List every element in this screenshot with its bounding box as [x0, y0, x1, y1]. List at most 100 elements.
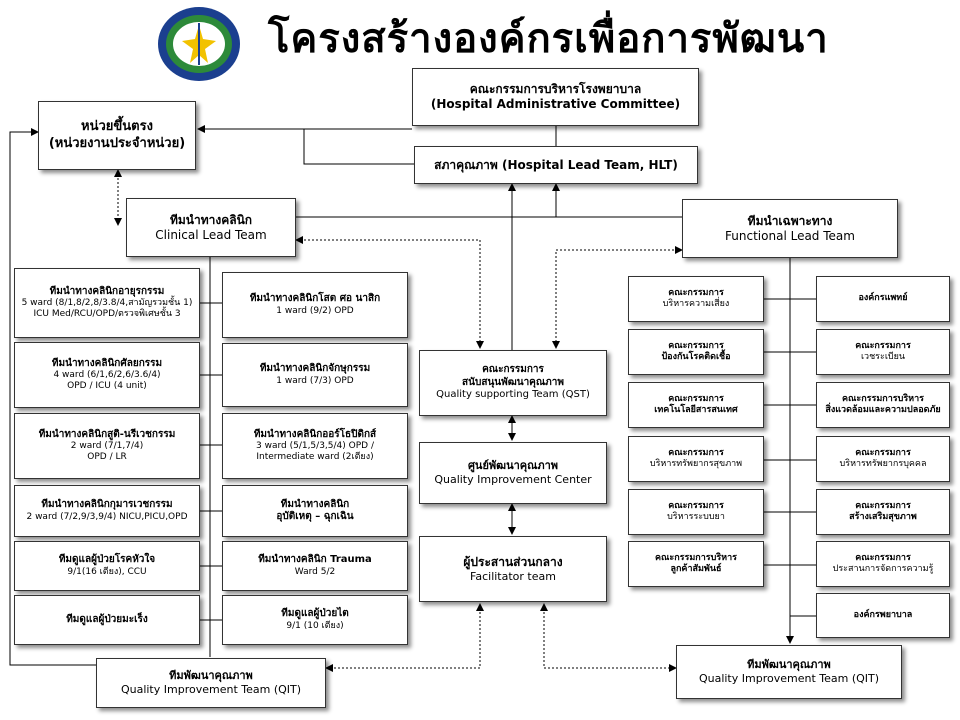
clinical-team-cardiac: ทีมดูแลผู้ป่วยโรคหัวใจ 9/1(16 เตียง), CC…: [14, 541, 200, 591]
qst-en: Quality supporting Team (QST): [436, 389, 590, 401]
clinical-team-orthopedics: ทีมนำทางคลินิกออร์โธปิดิกส์ 3 ward (5/1,…: [222, 413, 408, 479]
clinical-team-obgyn: ทีมนำทางคลินิกสูติ-นรีเวชกรรม 2 ward (7/…: [14, 413, 200, 479]
hospital-admin-en: (Hospital Administrative Committee): [430, 97, 681, 111]
flt-th: ทีมนำเฉพาะทาง: [747, 213, 833, 228]
clinical-team-detail: 2 ward (7/2,9/3,9/4) NICU,PICU,OPD: [26, 511, 188, 522]
flt-en: Functional Lead Team: [725, 228, 855, 243]
clinical-team-title: ทีมนำทางคลินิกอายุรกรรม: [49, 285, 165, 297]
qit-right-th: ทีมพัฒนาคุณภาพ: [747, 658, 831, 672]
clt-th: ทีมนำทางคลินิก: [169, 212, 253, 227]
functional-committee-it: คณะกรรมการ เทคโนโลยีสารสนเทศ: [628, 382, 764, 428]
committee-line1: คณะกรรมการ: [668, 447, 724, 458]
qic-en: Quality Improvement Center: [434, 473, 592, 486]
committee-line2: เทคโนโลยีสารสนเทศ: [654, 405, 738, 415]
committee-line2: ลูกค้าสัมพันธ์: [670, 564, 722, 574]
facilitator-en: Facilitator team: [470, 569, 556, 583]
clinical-team-cancer: ทีมดูแลผู้ป่วยมะเร็ง: [14, 595, 200, 645]
clinical-team-trauma: ทีมนำทางคลินิก Trauma Ward 5/2: [222, 541, 408, 591]
clt-en: Clinical Lead Team: [155, 227, 267, 242]
clinical-team-title: ทีมนำทางคลินิก: [280, 498, 350, 510]
hospital-admin-th: คณะกรรมการบริหารโรงพยาบาล: [469, 82, 642, 96]
facilitator-th: ผู้ประสานส่วนกลาง: [463, 554, 563, 569]
clinical-team-medicine: ทีมนำทางคลินิกอายุรกรรม 5 ward (8/1,8/2,…: [14, 268, 200, 338]
unit-line1: หน่วยขึ้นตรง: [81, 119, 153, 135]
clinical-team-detail: 9/1 (10 เตียง): [286, 620, 344, 631]
committee-line2: ป้องกันโรคติดเชื้อ: [661, 352, 731, 362]
unit-box: หน่วยขึ้นตรง (หน่วยงานประจำหน่วย): [38, 101, 196, 170]
committee-line2: เวชระเบียน: [860, 352, 906, 362]
clinical-team-title: ทีมนำทางคลินิกกุมารเวชกรรม: [41, 499, 173, 511]
committee-line1: คณะกรรมการ: [668, 287, 724, 298]
committee-line2: สร้างเสริมสุขภาพ: [849, 512, 917, 522]
clinical-team-detail: Intermediate ward (2เตียง): [256, 452, 374, 463]
hospital-emblem-icon: [158, 7, 240, 81]
hlt-box: สภาคุณภาพ (Hospital Lead Team, HLT): [414, 146, 698, 184]
committee-line1: คณะกรรมการ: [855, 340, 911, 351]
committee-line1: องค์กรแพทย์: [858, 293, 908, 304]
functional-committee-infection: คณะกรรมการ ป้องกันโรคติดเชื้อ: [628, 329, 764, 375]
clinical-team-title: ทีมนำทางคลินิกออร์โธปิดิกส์: [253, 428, 377, 440]
functional-committee-drug: คณะกรรมการ บริหารระบบยา: [628, 489, 764, 535]
qst-line1: คณะกรรมการ: [482, 364, 544, 376]
committee-line1: คณะกรรมการ: [668, 500, 724, 511]
qit-left-th: ทีมพัฒนาคุณภาพ: [169, 669, 253, 683]
functional-committee-environment: คณะกรรมการบริหาร สิ่งแวดล้อมและความปลอดภ…: [816, 382, 950, 428]
qst-box: คณะกรรมการ สนับสนุนพัฒนาคุณภาพ Quality s…: [419, 350, 607, 416]
functional-committee-health-promotion: คณะกรรมการ สร้างเสริมสุขภาพ: [816, 489, 950, 535]
clinical-team-detail: 1 ward (9/2) OPD: [276, 305, 354, 316]
clinical-team-detail: อุบัติเหตุ – ฉุกเฉิน: [276, 511, 354, 522]
qit-right-en: Quality Improvement Team (QIT): [698, 672, 880, 685]
clinical-team-title: ทีมนำทางคลินิกโสต ศอ นาสิก: [249, 293, 381, 305]
clinical-team-detail: ICU Med/RCU/OPD/ตรวจพิเศษชั้น 3: [33, 309, 181, 320]
clinical-team-detail: 2 ward (7/1,7/4): [70, 441, 144, 451]
clinical-team-detail: 3 ward (5/1,5/3,5/4) OPD /: [256, 441, 374, 451]
clinical-team-ent: ทีมนำทางคลินิกโสต ศอ นาสิก 1 ward (9/2) …: [222, 272, 408, 338]
committee-line1: คณะกรรมการบริหาร: [842, 393, 924, 404]
committee-line1: คณะกรรมการ: [668, 340, 724, 351]
clinical-team-detail: OPD / ICU (4 unit): [67, 381, 147, 392]
clinical-team-kidney: ทีมดูแลผู้ป่วยไต 9/1 (10 เตียง): [222, 595, 408, 645]
committee-line2: บริหารทรัพยากรสุขภาพ: [649, 459, 743, 469]
facilitator-box: ผู้ประสานส่วนกลาง Facilitator team: [419, 536, 607, 602]
committee-line2: สิ่งแวดล้อมและความปลอดภัย: [825, 405, 941, 415]
clinical-team-title: ทีมนำทางคลินิกจักษุกรรม: [259, 363, 371, 375]
clinical-team-pediatrics: ทีมนำทางคลินิกกุมารเวชกรรม 2 ward (7/2,9…: [14, 485, 200, 537]
page-title: โครงสร้างองค์กรเพื่อการพัฒนา: [268, 16, 829, 62]
committee-line1: คณะกรรมการ: [855, 500, 911, 511]
clinical-team-title: ทีมดูแลผู้ป่วยโรคหัวใจ: [58, 554, 156, 566]
functional-committee-hr: คณะกรรมการ บริหารทรัพยากรบุคคล: [816, 436, 950, 482]
functional-committee-customer: คณะกรรมการบริหาร ลูกค้าสัมพันธ์: [628, 541, 764, 587]
clinical-team-detail: OPD / LR: [87, 452, 127, 463]
qit-right-box: ทีมพัฒนาคุณภาพ Quality Improvement Team …: [676, 645, 902, 699]
clinical-team-title: ทีมนำทางคลินิก Trauma: [258, 554, 372, 566]
committee-line1: องค์กรพยาบาล: [853, 609, 913, 620]
clinical-team-surgery: ทีมนำทางคลินิกศัลยกรรม 4 ward (6/1,6/2,6…: [14, 342, 200, 408]
unit-line2: (หน่วยงานประจำหน่วย): [48, 135, 186, 151]
clinical-team-detail: 9/1(16 เตียง), CCU: [67, 566, 147, 577]
functional-committee-km: คณะกรรมการ ประสานการจัดการความรู้: [816, 541, 950, 587]
clinical-team-title: ทีมดูแลผู้ป่วยมะเร็ง: [66, 613, 148, 625]
clinical-team-title: ทีมดูแลผู้ป่วยไต: [281, 608, 349, 620]
qic-box: ศูนย์พัฒนาคุณภาพ Quality Improvement Cen…: [419, 442, 607, 504]
committee-line1: คณะกรรมการ: [668, 393, 724, 404]
functional-committee-risk: คณะกรรมการ บริหารความเสี่ยง: [628, 276, 764, 322]
clinical-team-detail: Ward 5/2: [294, 566, 336, 577]
committee-line1: คณะกรรมการ: [855, 552, 911, 563]
qic-th: ศูนย์พัฒนาคุณภาพ: [467, 459, 559, 473]
clinical-team-emergency: ทีมนำทางคลินิก อุบัติเหตุ – ฉุกเฉิน: [222, 485, 408, 537]
committee-line1: คณะกรรมการบริหาร: [655, 552, 737, 563]
qit-left-en: Quality Improvement Team (QIT): [120, 683, 302, 696]
clinical-team-detail: 1 ward (7/3) OPD: [276, 375, 354, 386]
functional-lead-team-box: ทีมนำเฉพาะทาง Functional Lead Team: [682, 199, 898, 258]
committee-line2: บริหารระบบยา: [667, 512, 725, 522]
committee-line2: บริหารทรัพยากรบุคคล: [839, 459, 927, 469]
functional-committee-health-resources: คณะกรรมการ บริหารทรัพยากรสุขภาพ: [628, 436, 764, 482]
clinical-team-title: ทีมนำทางคลินิกศัลยกรรม: [51, 357, 163, 369]
clinical-lead-team-box: ทีมนำทางคลินิก Clinical Lead Team: [126, 198, 296, 257]
functional-committee-nursing-org: องค์กรพยาบาล: [816, 593, 950, 638]
qit-left-box: ทีมพัฒนาคุณภาพ Quality Improvement Team …: [96, 658, 326, 708]
committee-line2: ประสานการจัดการความรู้: [832, 564, 934, 574]
clinical-team-detail: 5 ward (8/1,8/2,8/3.8/4,สามัญรวมชั้น 1): [21, 298, 193, 308]
